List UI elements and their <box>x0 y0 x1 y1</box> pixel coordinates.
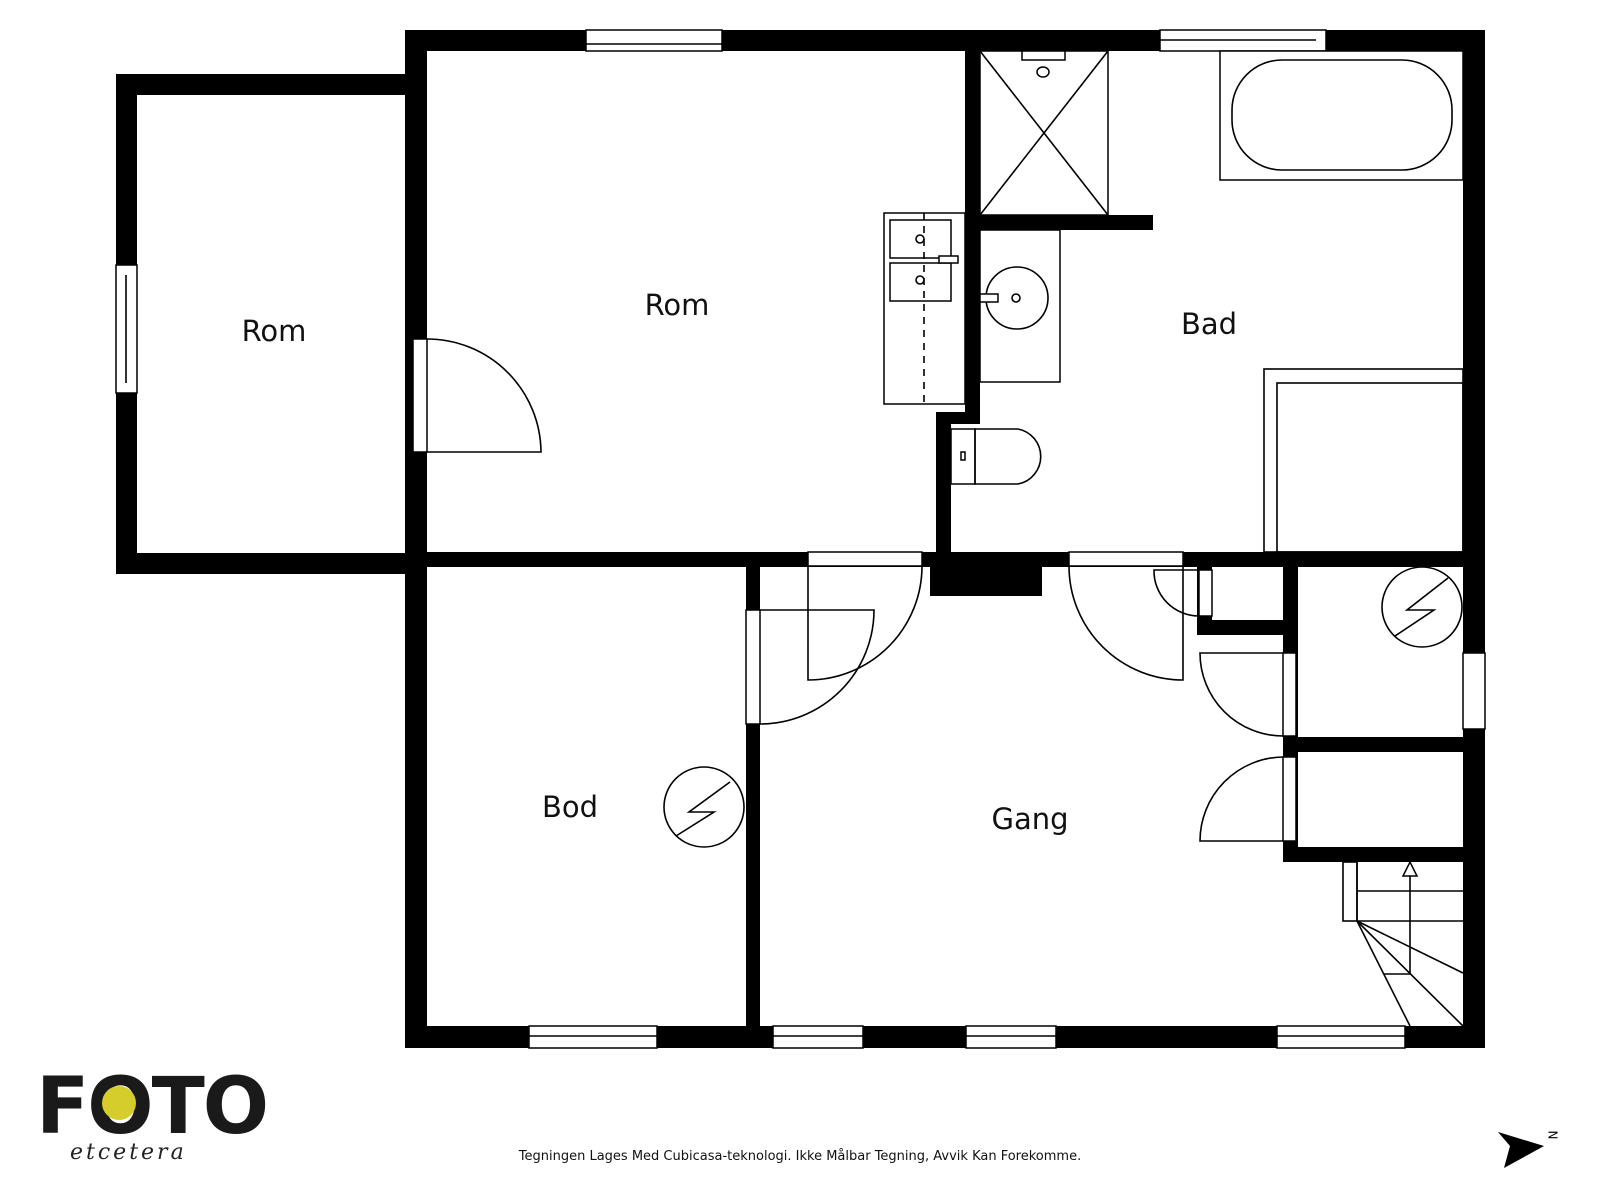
double-sink-vanity <box>883 212 966 405</box>
bathtub <box>1219 50 1464 181</box>
doors <box>412 338 1297 842</box>
compass-letter: N <box>1545 1130 1560 1140</box>
room-label-rom-west: Rom <box>242 314 307 348</box>
bathroom-cabinet <box>1263 368 1464 553</box>
walls <box>116 30 1485 1048</box>
foto-etcetera-logo: FOTO etcetera <box>36 1068 296 1178</box>
shower <box>979 50 1109 216</box>
toilet <box>950 428 1042 485</box>
room-label-rom-center: Rom <box>645 288 710 322</box>
room-label-bad: Bad <box>1181 307 1237 341</box>
footer-disclaimer: Tegningen Lages Med Cubicasa-teknologi. … <box>518 1149 1082 1164</box>
compass: N <box>1496 1130 1566 1170</box>
staircase <box>1342 860 1464 1027</box>
room-labels: Rom Rom Bad Bod Gang <box>242 288 1237 836</box>
logo-accent-dot <box>102 1086 136 1120</box>
room-label-gang: Gang <box>991 802 1068 836</box>
logo-wordmark: FOTO <box>36 1062 269 1152</box>
windows <box>115 29 1486 1049</box>
electrical-panel-closet-icon <box>1381 566 1463 648</box>
electrical-panel-bod-icon <box>663 766 745 848</box>
room-label-bod: Bod <box>542 790 598 824</box>
north-arrow-icon <box>1498 1132 1544 1168</box>
round-sink <box>979 229 1061 383</box>
logo-tagline: etcetera <box>70 1140 187 1165</box>
